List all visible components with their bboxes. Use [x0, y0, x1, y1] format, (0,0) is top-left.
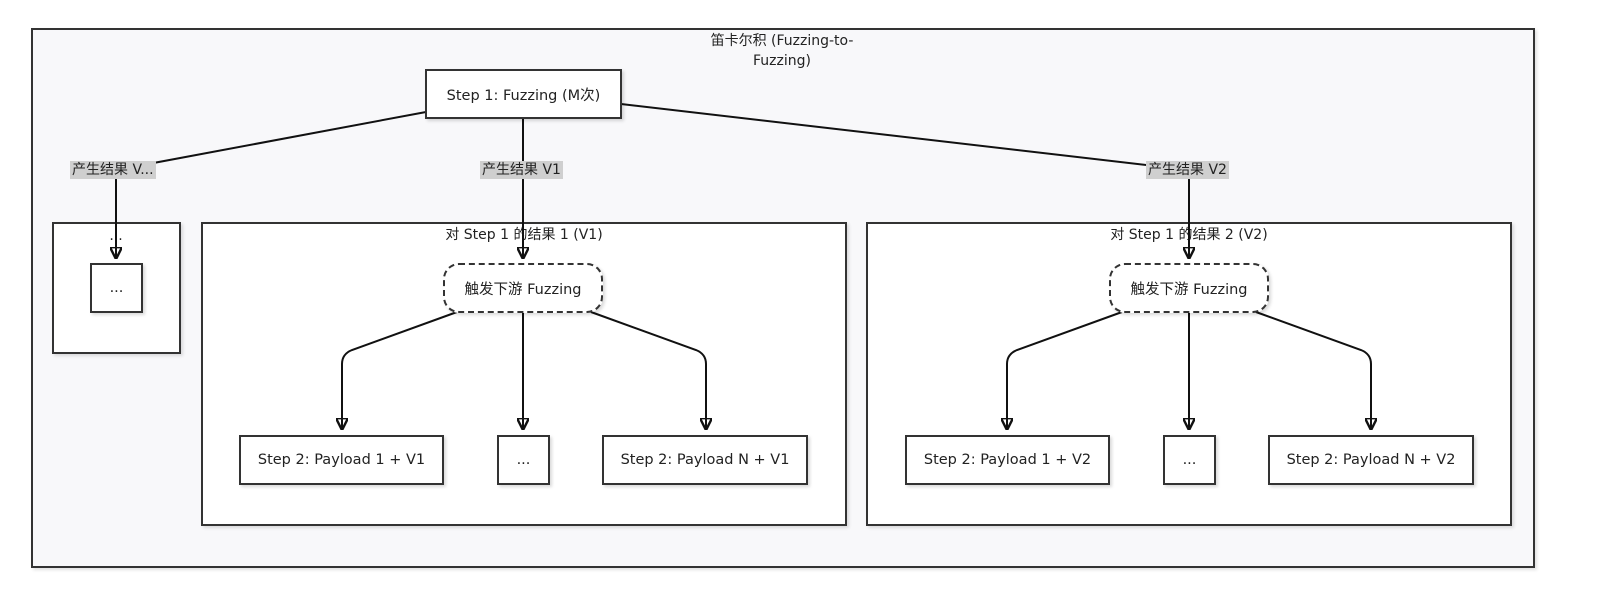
edge-v2-to-payload-first [1007, 311, 1123, 429]
v2-payload-first-node[interactable]: Step 2: Payload 1 + V2 [905, 435, 1110, 485]
edge-label-left: 产生结果 V... [70, 161, 156, 179]
outer-frame-title: 笛卡尔积 (Fuzzing-to-Fuzzing) [710, 33, 854, 69]
edge-step1-to-small [116, 111, 427, 258]
step1-fuzzing-node[interactable]: Step 1: Fuzzing (M次) [425, 69, 622, 119]
v1-payload-last-node[interactable]: Step 2: Payload N + V1 [602, 435, 808, 485]
v2-payload-ellipsis-node[interactable]: ... [1163, 435, 1216, 485]
edge-v1-to-payload-first [342, 311, 458, 429]
small-ellipsis-node[interactable]: ... [90, 263, 143, 313]
v1-trigger-fuzzing-node[interactable]: 触发下游 Fuzzing [443, 263, 603, 313]
edge-label-right: 产生结果 V2 [1146, 161, 1229, 179]
edge-v1-to-payload-last [590, 311, 706, 429]
v1-payload-ellipsis-node[interactable]: ... [497, 435, 550, 485]
v2-payload-last-node[interactable]: Step 2: Payload N + V2 [1268, 435, 1474, 485]
edge-label-middle: 产生结果 V1 [480, 161, 563, 179]
v2-trigger-fuzzing-node[interactable]: 触发下游 Fuzzing [1109, 263, 1269, 313]
v1-payload-first-node[interactable]: Step 2: Payload 1 + V1 [239, 435, 444, 485]
edge-v2-to-payload-last [1255, 311, 1371, 429]
edge-step1-to-v2 [620, 103, 1189, 258]
